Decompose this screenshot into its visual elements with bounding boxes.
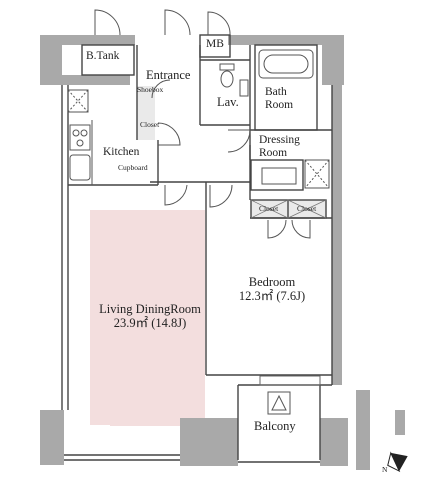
- sink-icon: [69, 154, 91, 181]
- living-zone-tint: [90, 210, 205, 425]
- room-label-mb: MB: [206, 38, 224, 50]
- living-area: 23.9㎡ (14.8J): [113, 316, 187, 331]
- lav-sink-icon: [239, 79, 249, 97]
- compass-letter: N: [382, 465, 388, 474]
- bath-line-2: Room: [265, 99, 294, 112]
- room-label-balcony: Balcony: [254, 419, 296, 433]
- storage-label-closet-left: Closet: [259, 204, 279, 213]
- storage-label-entrance-closet: Closet: [140, 120, 160, 129]
- bathtub-icon: [258, 49, 314, 79]
- dressing-line-2: Room: [259, 147, 288, 160]
- service-box-icon: [67, 89, 89, 113]
- balcony-window: [259, 375, 321, 386]
- living-zone-tint-lower: [110, 420, 205, 426]
- door-swings: [94, 9, 311, 239]
- room-label-bath: Bath Room: [265, 86, 293, 112]
- north-arrow-icon: [387, 451, 408, 473]
- washing-machine-icon: [304, 159, 330, 189]
- bath-line-1: Bath: [265, 86, 287, 98]
- room-label-kitchen: Kitchen: [103, 146, 140, 158]
- dressing-line-1: Dressing: [259, 134, 300, 146]
- exterior-walls: [40, 35, 405, 470]
- storage-label-cupboard: Cupboard: [118, 163, 148, 172]
- room-label-b-tank: B.Tank: [86, 50, 120, 62]
- storage-label-closet-right: Closet: [297, 204, 317, 213]
- bedroom-area: 12.3㎡ (7.6J): [238, 289, 306, 304]
- vanity-counter: [261, 167, 297, 185]
- room-label-living: Living DiningRoom 23.9㎡ (14.8J): [80, 302, 220, 331]
- room-label-bedroom: Bedroom 12.3㎡ (7.6J): [226, 275, 318, 304]
- bedroom-name: Bedroom: [248, 275, 296, 289]
- living-name: Living DiningRoom: [99, 302, 201, 316]
- air-conditioner-icon: [267, 391, 291, 415]
- toilet-icon: [219, 63, 235, 88]
- shoebox-fill: [137, 86, 155, 140]
- storage-label-shoebox: Shoebox: [137, 85, 164, 94]
- closet-hatch: [250, 199, 327, 219]
- room-label-entrance: Entrance: [146, 68, 191, 82]
- stove-icon: [69, 124, 91, 151]
- room-label-lav: Lav.: [217, 95, 239, 109]
- room-label-dressing: Dressing Room: [259, 134, 300, 160]
